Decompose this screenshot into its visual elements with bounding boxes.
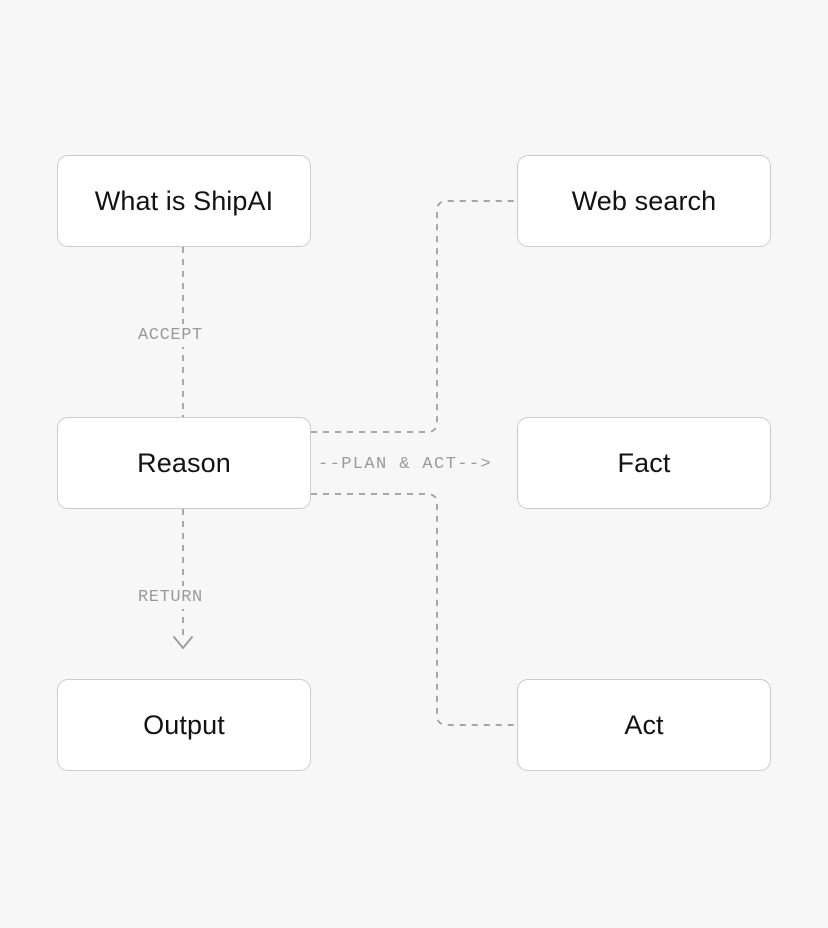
edge-label-accept: ACCEPT xyxy=(133,324,208,347)
node-label: Fact xyxy=(617,447,671,478)
edge-reason-to-act xyxy=(311,493,517,726)
edge-label-return: RETURN xyxy=(133,586,208,609)
node-label: Reason xyxy=(137,447,231,478)
node-label: Output xyxy=(143,709,225,740)
arrowhead-down-icon xyxy=(173,636,193,649)
node-reason[interactable]: Reason xyxy=(57,417,311,509)
node-output[interactable]: Output xyxy=(57,679,311,771)
node-web-search[interactable]: Web search xyxy=(517,155,771,247)
node-what-is-shipai[interactable]: What is ShipAI xyxy=(57,155,311,247)
node-label: Web search xyxy=(571,185,717,216)
edge-label-plan-and-act: --PLAN & ACT--> xyxy=(313,453,498,476)
node-label: Act xyxy=(624,709,664,740)
node-fact[interactable]: Fact xyxy=(517,417,771,509)
edge-reason-to-web-search xyxy=(311,200,517,433)
node-label: What is ShipAI xyxy=(94,185,274,216)
node-act[interactable]: Act xyxy=(517,679,771,771)
